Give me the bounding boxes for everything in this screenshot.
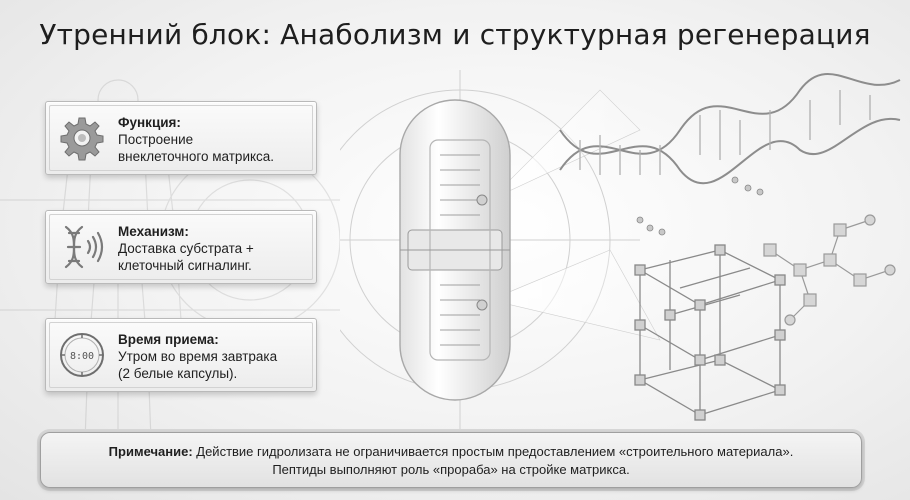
card-heading: Функция: bbox=[118, 115, 181, 130]
light-beam-upper bbox=[489, 89, 641, 201]
function-card: Функция: Построение внеклеточного матрик… bbox=[45, 101, 317, 175]
dna-helix bbox=[559, 72, 901, 236]
card-heading: Время приема: bbox=[118, 332, 219, 347]
intake-time-card: 8:00 Время приема: Утром во время завтра… bbox=[45, 318, 317, 392]
molecule-chain bbox=[763, 214, 896, 326]
card-body: Утром во время завтрака bbox=[118, 349, 278, 364]
light-beam-lower bbox=[489, 249, 661, 341]
mechanism-card: Механизм: Доставка субстрата + клеточный… bbox=[45, 210, 317, 284]
note-label: Примечание: bbox=[108, 444, 193, 459]
note-banner: Примечание: Действие гидролизата не огра… bbox=[40, 432, 862, 488]
capsule bbox=[399, 99, 511, 401]
card-body: Доставка субстрата + bbox=[118, 241, 254, 256]
clock-time: 8:00 bbox=[70, 351, 94, 362]
card-body: внеклеточного матрикса. bbox=[118, 149, 275, 164]
card-body: Построение bbox=[118, 132, 194, 147]
page-title: Утренний блок: Анаболизм и структурная р… bbox=[39, 18, 871, 51]
capsule-illustration bbox=[340, 70, 901, 430]
note-text-2: Пептиды выполняют роль «прораба» на стро… bbox=[272, 462, 630, 477]
card-body: клеточный сигналинг. bbox=[118, 258, 252, 273]
card-heading: Механизм: bbox=[118, 224, 189, 239]
note-line-1: Примечание: Действие гидролизата не огра… bbox=[41, 443, 861, 461]
gear-icon bbox=[60, 117, 104, 161]
clock-icon: 8:00 bbox=[60, 333, 104, 377]
dna-signal-icon bbox=[64, 225, 104, 269]
card-body: (2 белые капсулы). bbox=[118, 366, 238, 381]
note-text-1: Действие гидролизата не ограничивается п… bbox=[192, 444, 794, 459]
crystal-lattice bbox=[634, 244, 786, 421]
